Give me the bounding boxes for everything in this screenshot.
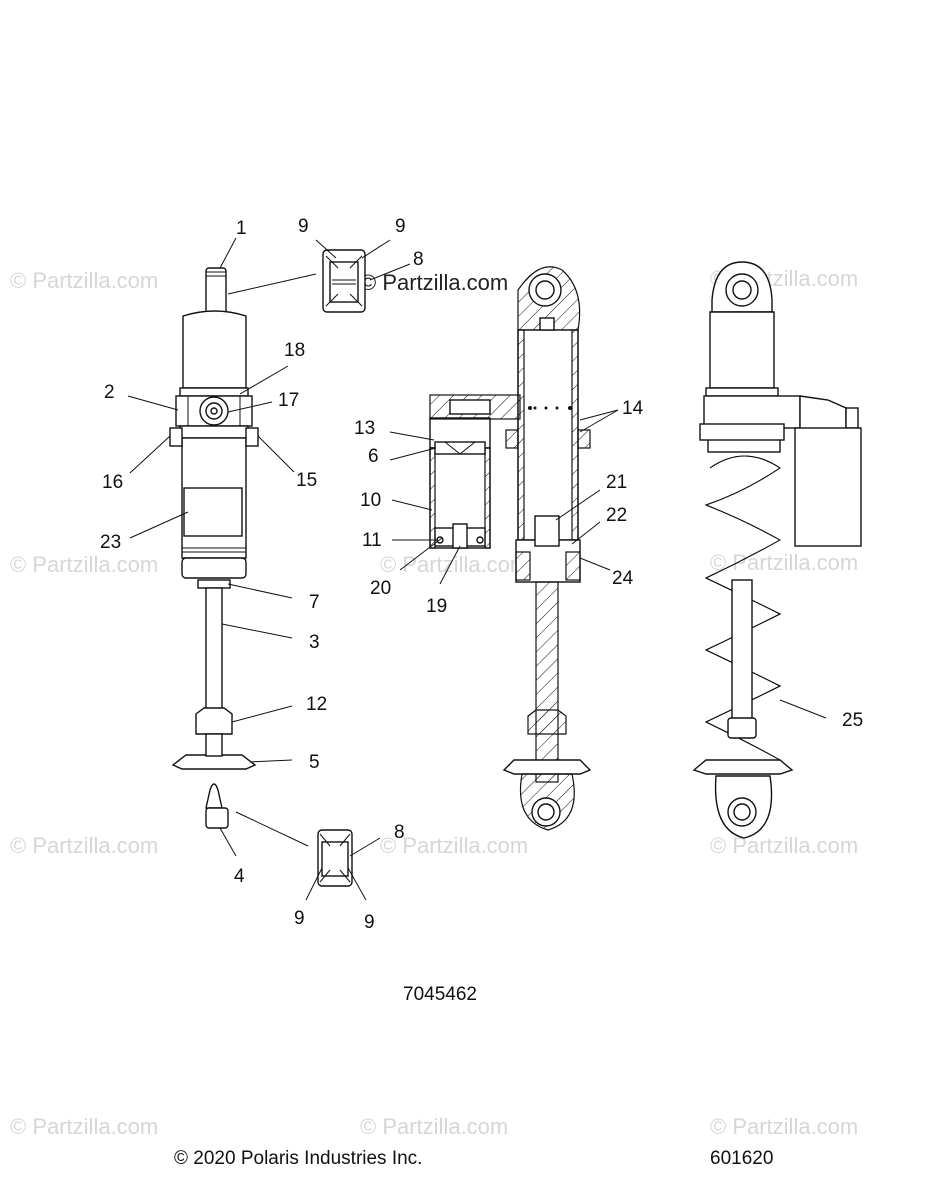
watermark: © Partzilla.com [10,552,158,577]
watermark: © Partzilla.com [10,833,158,858]
left-shock-exploded [169,267,259,829]
watermark: © Partzilla.com [710,833,858,858]
callout-6: 6 [368,446,379,467]
watermark: © Partzilla.com [10,1114,158,1139]
watermark-dark: © Partzilla.com [360,270,508,295]
leader-lines [127,237,827,901]
callout-labels: 1 9 9 8 18 2 17 16 15 23 7 3 12 5 8 4 9 … [100,216,863,933]
watermark: © Partzilla.com [710,1114,858,1139]
callout-22: 22 [606,505,627,526]
callout-8: 8 [413,249,424,270]
right-shock-assembled [692,261,862,839]
drawing-number: 7045462 [403,984,477,1005]
callout-2: 2 [104,382,115,403]
watermarks: © Partzilla.com © Partzilla.com © Partzi… [10,266,858,1139]
watermark: © Partzilla.com [710,550,858,575]
callout-1: 1 [236,218,247,239]
callout-14: 14 [622,398,644,419]
watermark: © Partzilla.com [10,268,158,293]
callout-9: 9 [395,216,406,237]
watermark: © Partzilla.com [360,1114,508,1139]
callout-11: 11 [362,530,382,551]
callout-16: 16 [102,472,123,493]
part-reference: 601620 [710,1148,773,1169]
callout-7: 7 [309,592,320,613]
callout-23: 23 [100,532,121,553]
callout-17: 17 [278,390,299,411]
callout-25: 25 [842,710,863,731]
callout-9: 9 [294,908,305,929]
callout-10: 10 [360,490,381,511]
callout-21: 21 [606,472,627,493]
callout-15: 15 [296,470,317,491]
callout-5: 5 [309,752,320,773]
watermark: © Partzilla.com [380,833,528,858]
callout-12: 12 [306,694,327,715]
bearing-top [322,249,366,313]
watermark: © Partzilla.com [380,552,528,577]
middle-shock-section [429,266,592,831]
callout-13: 13 [354,418,375,439]
callout-4: 4 [234,866,245,887]
callout-24: 24 [612,568,634,589]
callout-8: 8 [394,822,405,843]
bearing-bottom [317,829,353,887]
callout-19: 19 [426,596,447,617]
copyright-text: © 2020 Polaris Industries Inc. [174,1148,422,1169]
callout-3: 3 [309,632,320,653]
callout-9: 9 [364,912,375,933]
callout-9: 9 [298,216,309,237]
callout-18: 18 [284,340,305,361]
callout-20: 20 [370,578,391,599]
